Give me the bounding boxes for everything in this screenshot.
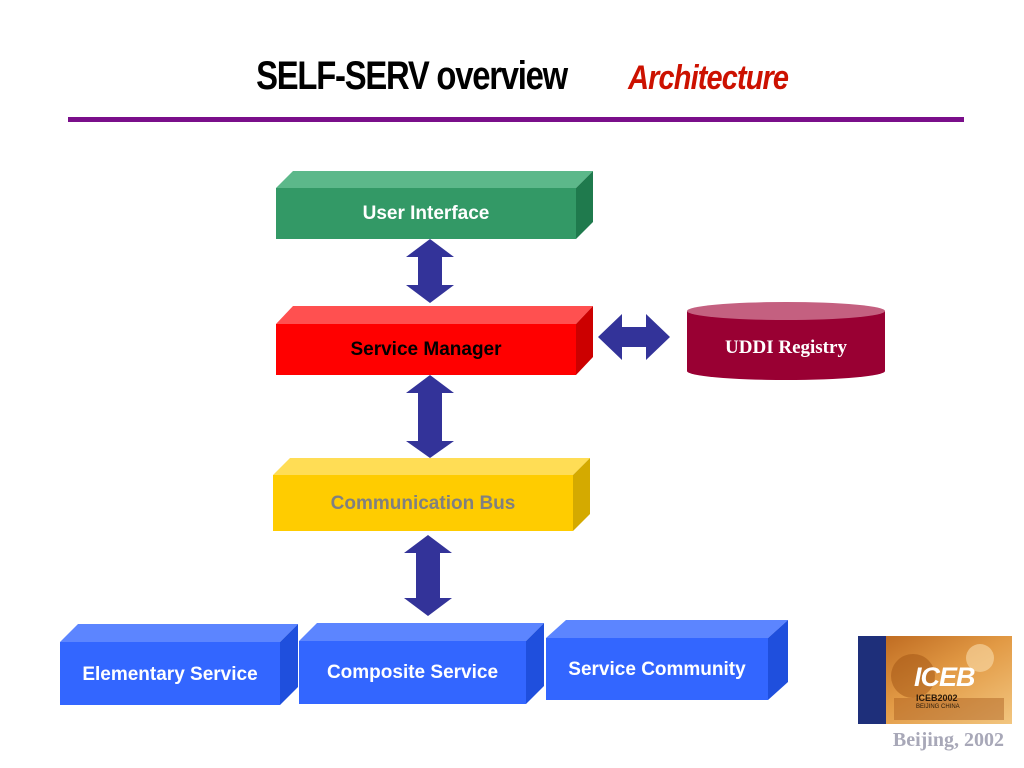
communication-bus-label: Communication Bus [330, 493, 516, 514]
communication-bus-block [273, 458, 590, 531]
composite-service-block [299, 623, 544, 704]
footer-location-date: Beijing, 2002 [892, 729, 1004, 751]
title-underline [68, 117, 964, 122]
service-community-label: Service Community [568, 659, 746, 680]
slide-title: SELF-SERV overview Architecture [0, 54, 1024, 99]
logo-line2: BEIJING CHINA [916, 704, 960, 710]
service-manager-block [276, 306, 593, 375]
elementary-service-block [60, 624, 298, 705]
user-interface-label: User Interface [362, 203, 490, 224]
uddi-registry-cylinder [687, 302, 885, 380]
logo-graphic [858, 636, 1012, 724]
composite-service-label: Composite Service [326, 662, 499, 683]
arrow-ui-manager [406, 239, 454, 303]
user-interface-block [276, 171, 593, 239]
logo-mark: ICEB [914, 662, 976, 692]
elementary-service-label: Elementary Service [82, 664, 258, 685]
iceb-2002-logo: ICEB ICEB2002 BEIJING CHINA [858, 636, 1012, 724]
title-sub: Architecture [627, 59, 789, 97]
uddi-registry-label: UDDI Registry [725, 337, 847, 358]
arrow-manager-registry [598, 314, 670, 360]
arrow-manager-bus [406, 375, 454, 458]
title-main: SELF-SERV overview [256, 54, 568, 98]
arrow-bus-services [404, 535, 452, 616]
logo-line1: ICEB2002 [916, 693, 958, 703]
service-community-block [546, 620, 788, 700]
service-manager-label: Service Manager [350, 339, 502, 360]
